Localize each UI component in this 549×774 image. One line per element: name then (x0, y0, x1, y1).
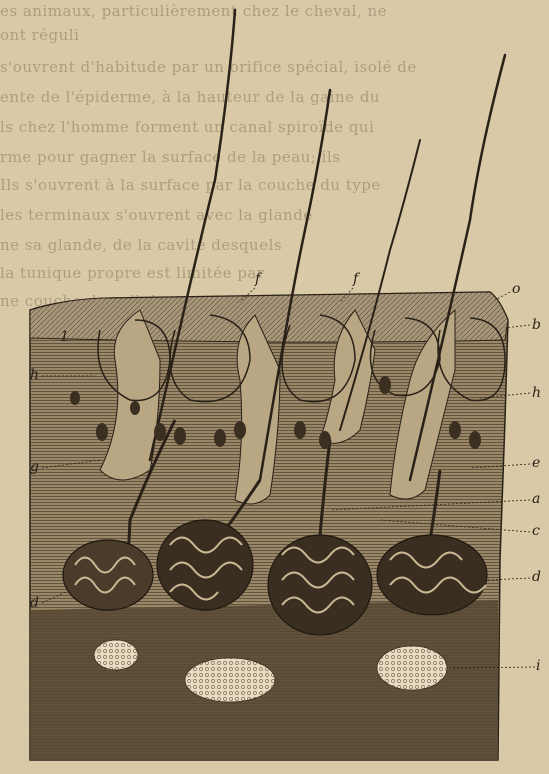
label-d-right: d (532, 570, 541, 584)
sweat-gland-4 (377, 535, 487, 615)
label-d-left: d (30, 596, 39, 610)
label-g: g (30, 460, 39, 474)
label-i: i (536, 659, 540, 673)
label-1: 1 (60, 330, 69, 344)
label-h-left: h (30, 368, 39, 382)
label-e: e (532, 456, 540, 470)
label-f1: f (255, 272, 260, 286)
fat-lobule-2 (185, 658, 275, 702)
label-o: o (512, 282, 520, 296)
label-c: c (532, 524, 540, 538)
sweat-gland-2 (157, 520, 253, 610)
label-f2: f (353, 272, 358, 286)
fat-lobule-3 (377, 646, 447, 690)
fat-lobule-1 (94, 640, 138, 670)
label-a: a (532, 492, 540, 506)
sweat-gland-3 (268, 535, 372, 635)
sweat-gland-1 (63, 540, 153, 610)
label-h-right: h (532, 386, 541, 400)
label-b: b (532, 318, 541, 332)
